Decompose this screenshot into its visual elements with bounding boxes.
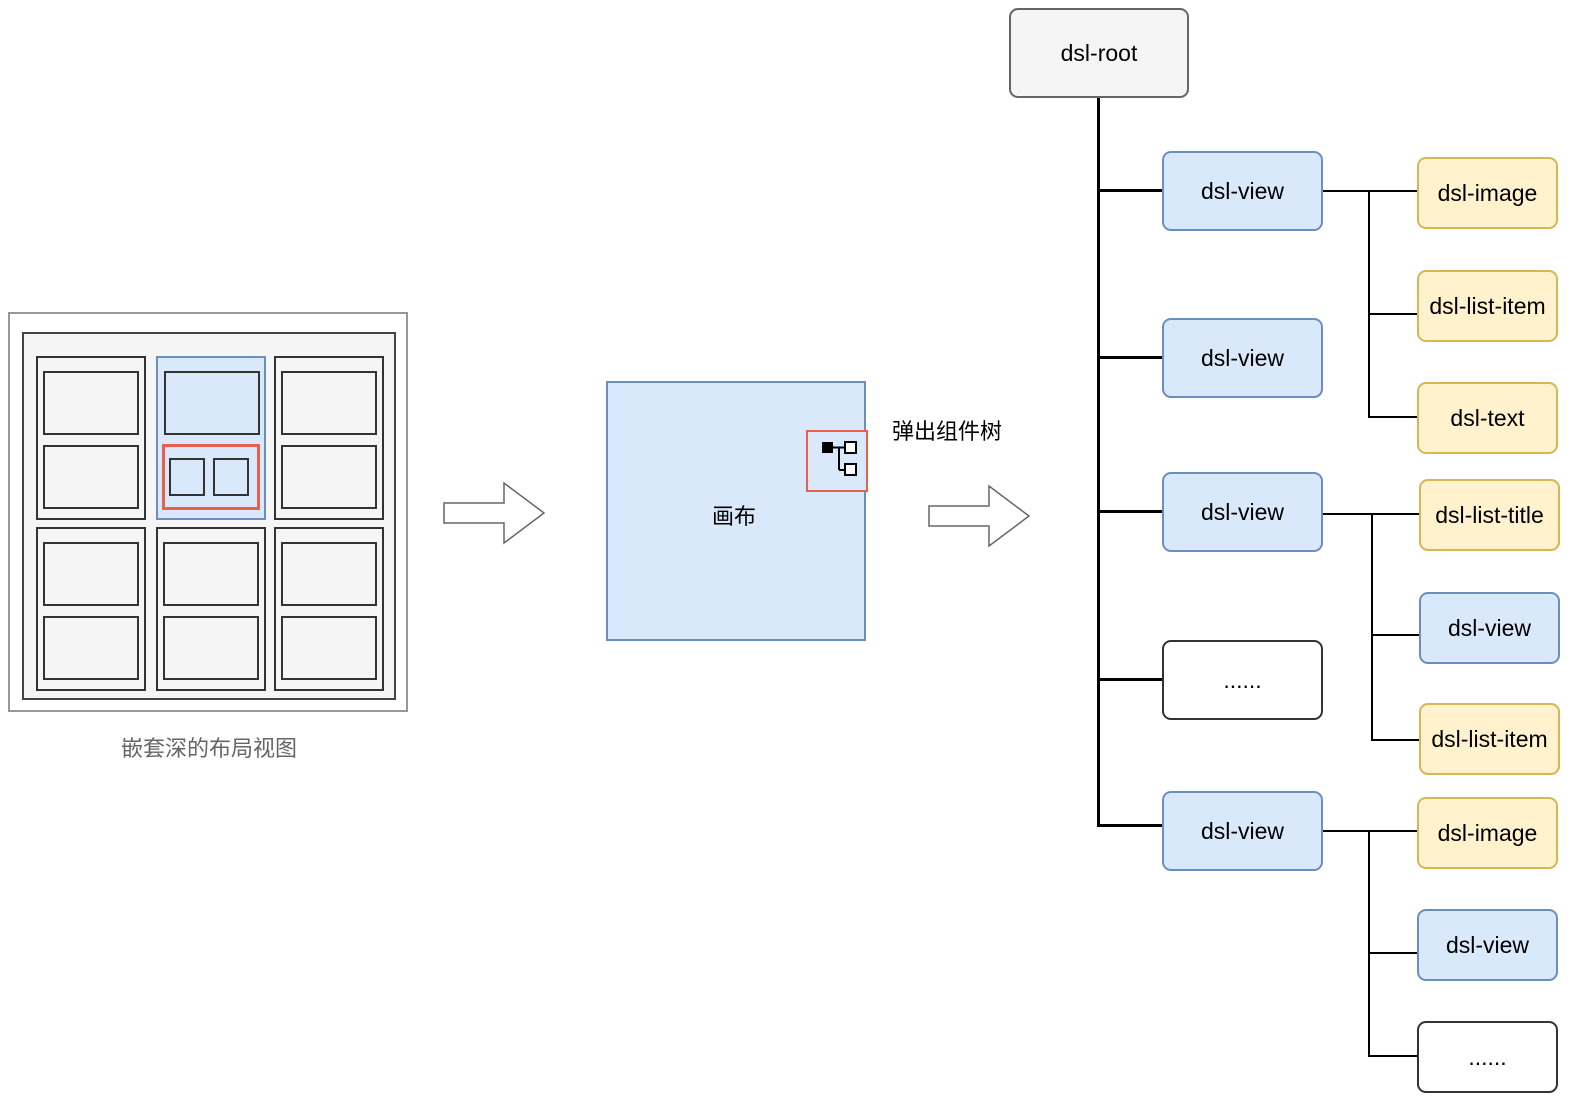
nested-layout-view: [8, 312, 408, 712]
tree-branch: [1097, 356, 1163, 359]
layout-box: [163, 542, 259, 606]
tree-connector: [1368, 1055, 1419, 1057]
layout-box: [281, 542, 377, 606]
tree-connector: [1368, 190, 1370, 417]
tree-node-view: dsl-view: [1162, 791, 1323, 871]
tree-connector: [1371, 513, 1373, 740]
layout-box: [281, 445, 377, 509]
tree-node-view: dsl-view: [1419, 592, 1560, 664]
canvas-label: 画布: [712, 505, 757, 530]
tree-connector: [1322, 190, 1419, 192]
tree-branch: [1097, 189, 1163, 192]
layout-view-caption: 嵌套深的布局视图: [121, 737, 298, 762]
tree-connector: [1368, 952, 1419, 954]
tree-branch: [1097, 510, 1163, 513]
tree-node-more: ......: [1417, 1021, 1558, 1093]
tree-node-text: dsl-text: [1417, 382, 1558, 454]
layout-box: [213, 458, 249, 496]
component-tree-button[interactable]: [806, 430, 868, 492]
layout-box: [43, 542, 139, 606]
layout-cell: [36, 356, 146, 520]
tree-node-view: dsl-view: [1162, 318, 1323, 398]
layout-box: [43, 371, 139, 435]
layout-box: [43, 445, 139, 509]
tree-node-image: dsl-image: [1417, 797, 1558, 869]
tree-node-view: dsl-view: [1162, 151, 1323, 231]
canvas-panel: 画布: [606, 381, 868, 641]
tree-node-image: dsl-image: [1417, 157, 1558, 229]
tree-node-list-title: dsl-list-title: [1419, 479, 1560, 551]
layout-cell: [156, 527, 266, 691]
layout-box: [281, 616, 377, 680]
tree-connector: [1368, 313, 1419, 315]
layout-box: [164, 371, 260, 435]
right-arrow-icon: [443, 481, 546, 545]
tree-connector: [1368, 416, 1419, 418]
component-tree-icon: [822, 441, 857, 476]
layout-cell: [274, 527, 384, 691]
popup-label: 弹出组件树: [892, 420, 1003, 445]
tree-root-node: dsl-root: [1009, 8, 1189, 98]
tree-connector: [1368, 830, 1370, 1056]
layout-cell: [274, 356, 384, 520]
tree-connector: [1371, 634, 1421, 636]
tree-node-list-item: dsl-list-item: [1419, 703, 1560, 775]
layout-cell-selected: [156, 356, 266, 520]
right-arrow-icon: [928, 484, 1031, 548]
tree-branch: [1097, 824, 1163, 827]
layout-box: [43, 616, 139, 680]
layout-box: [163, 616, 259, 680]
tree-node-more: ......: [1162, 640, 1323, 720]
tree-connector: [1322, 830, 1419, 832]
tree-connector: [1371, 739, 1421, 741]
layout-inner-container: [22, 332, 396, 700]
layout-box: [281, 371, 377, 435]
layout-box: [169, 458, 205, 496]
tree-node-list-item: dsl-list-item: [1417, 270, 1558, 342]
selected-nested-box: [162, 444, 260, 510]
tree-node-view: dsl-view: [1162, 472, 1323, 552]
tree-spine: [1097, 97, 1100, 827]
tree-node-view: dsl-view: [1417, 909, 1558, 981]
layout-cell: [36, 527, 146, 691]
tree-branch: [1097, 678, 1163, 681]
